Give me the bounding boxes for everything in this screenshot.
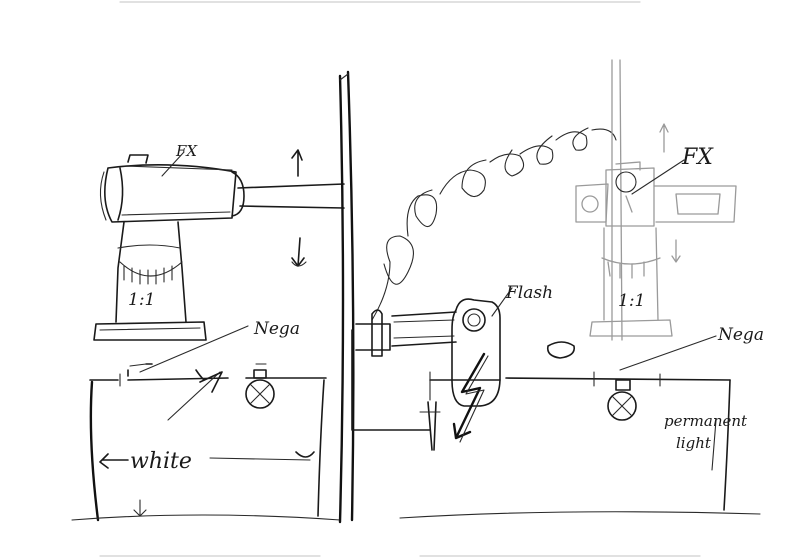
left-enlarger: [93, 151, 345, 341]
move-arrows-left: [291, 149, 307, 267]
label-white: white: [130, 449, 192, 474]
label-permanent: permanent: [664, 412, 748, 430]
label-fx-left: FX: [175, 142, 198, 160]
label-flash: Flash: [505, 283, 553, 303]
nega-leader-left: [139, 325, 249, 373]
right-leaders: [546, 159, 717, 371]
label-light: light: [676, 434, 712, 452]
label-ratio-left: 1:1: [128, 290, 155, 310]
label-ratio-right: 1:1: [618, 291, 645, 311]
right-circuit: [399, 371, 761, 519]
label-fx-right: FX: [681, 145, 714, 170]
right-enlarger-ghost: [575, 59, 737, 341]
label-nega-left: Nega: [253, 319, 300, 339]
center-wall: [338, 70, 355, 524]
paper-edges: [99, 1, 701, 557]
annotations: FX 1:1 Nega white Flash FX 1:1 Nega perm…: [128, 142, 764, 474]
label-nega-right: Nega: [717, 325, 764, 345]
flash-unit: [351, 127, 617, 451]
left-circuit: [71, 363, 341, 522]
